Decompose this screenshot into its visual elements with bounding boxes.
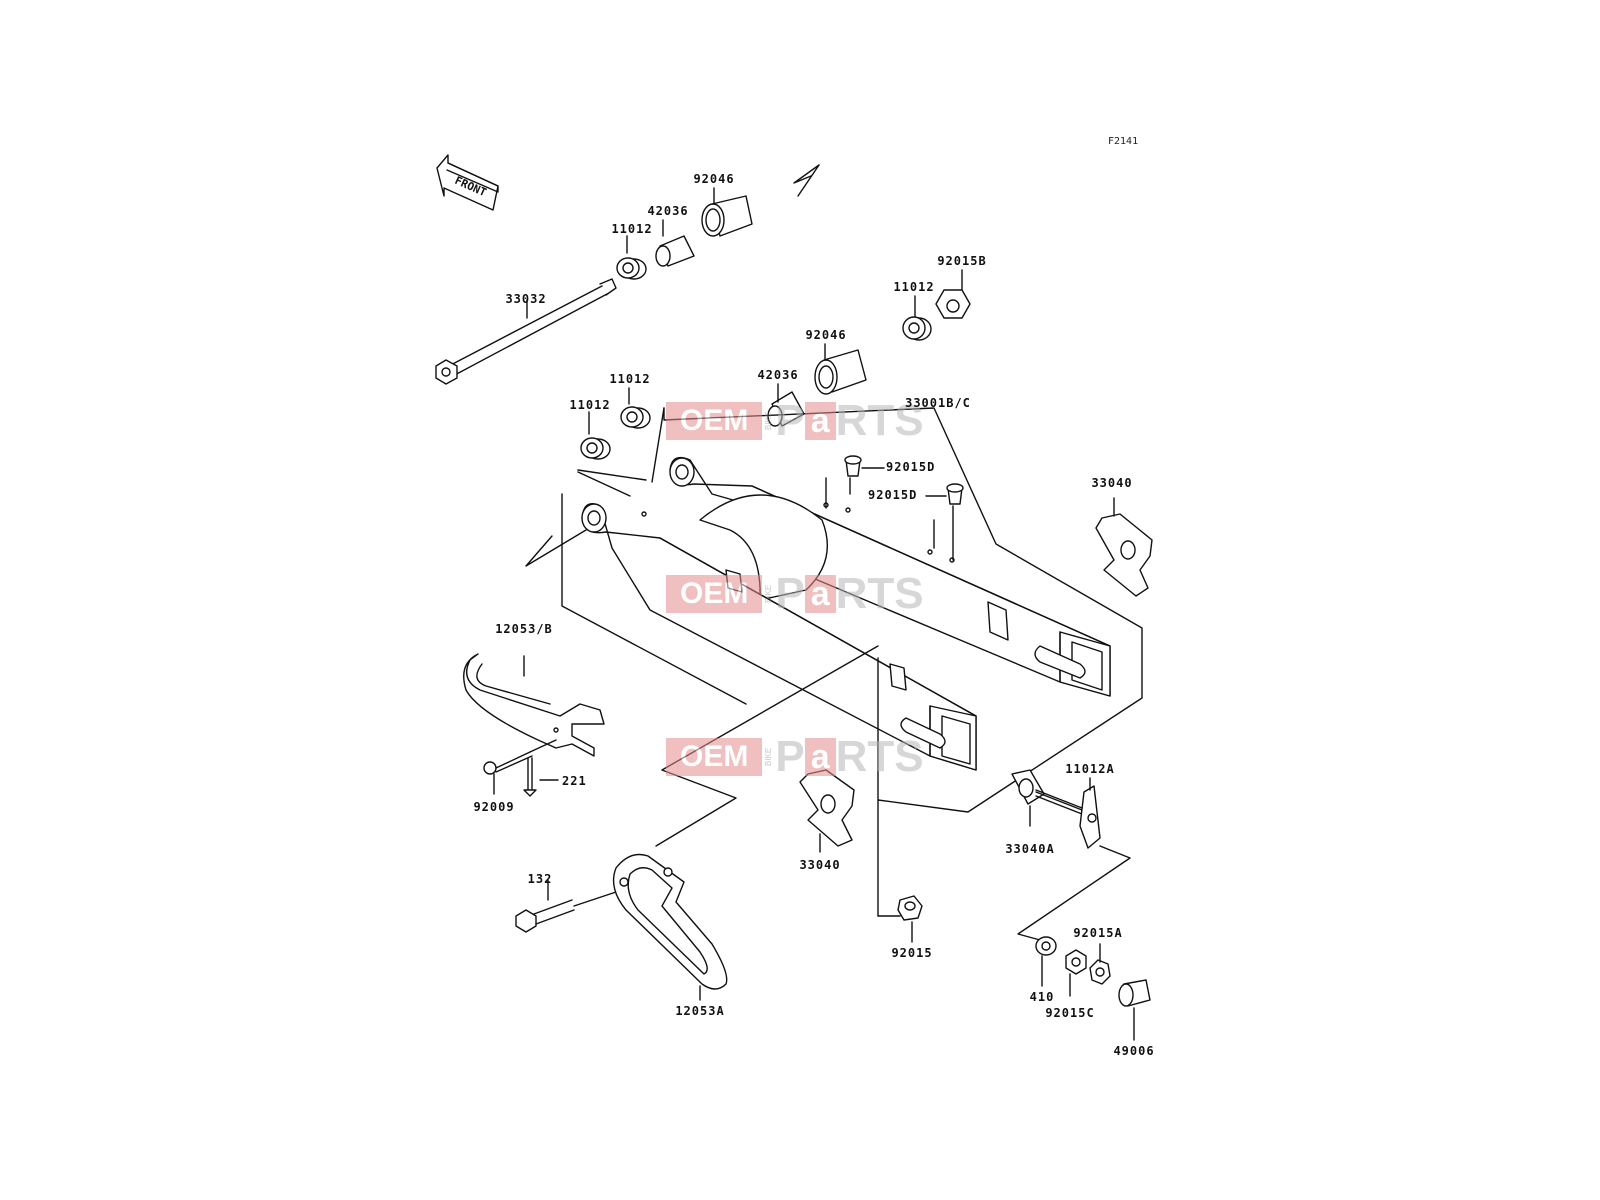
- chain-guide-12053B: [463, 653, 605, 757]
- collar-42036-mid: [767, 383, 805, 427]
- seal-11012-left-upper: [620, 387, 651, 429]
- part-label-11012[interactable]: 11012: [569, 398, 611, 412]
- part-label-33040[interactable]: 33040: [799, 858, 841, 872]
- part-label-92015C[interactable]: 92015C: [1045, 1006, 1095, 1020]
- part-label-11012[interactable]: 11012: [893, 280, 935, 294]
- nut-92015: [897, 895, 923, 943]
- bolt-92015D-upper: [844, 455, 885, 495]
- part-label-92015D[interactable]: 92015D: [886, 460, 936, 474]
- washer-410: [1035, 936, 1057, 987]
- part-label-49006[interactable]: 49006: [1113, 1044, 1155, 1058]
- part-label-33001BC[interactable]: 33001B/C: [905, 396, 971, 410]
- diagram-code: F2141: [1108, 136, 1139, 147]
- part-label-92015[interactable]: 92015: [891, 946, 933, 960]
- part-label-42036[interactable]: 42036: [757, 368, 799, 382]
- part-label-12053B[interactable]: 12053/B: [495, 622, 553, 636]
- bearing-92046-mid: [814, 343, 867, 395]
- cap-49006: [1118, 979, 1151, 1041]
- adjuster-bolt-33040A: [1011, 769, 1083, 827]
- swingarm-33001: [581, 456, 1111, 771]
- part-label-12053A[interactable]: 12053A: [675, 1004, 725, 1018]
- chain-adjuster-33040-right: [1095, 497, 1153, 597]
- bolt-132: [515, 879, 617, 933]
- part-label-92046[interactable]: 92046: [805, 328, 847, 342]
- screw-92009: [483, 739, 557, 795]
- part-label-92015B[interactable]: 92015B: [937, 254, 987, 268]
- part-label-11012[interactable]: 11012: [611, 222, 653, 236]
- part-label-11012A[interactable]: 11012A: [1065, 762, 1115, 776]
- front-arrow-icon: FRONT: [436, 154, 499, 211]
- seal-11012-left-lower: [580, 411, 611, 460]
- bolt-92015D-lower: [825, 477, 964, 561]
- part-label-42036[interactable]: 42036: [647, 204, 689, 218]
- part-label-92015D[interactable]: 92015D: [868, 488, 918, 502]
- nut-92015A: [1089, 943, 1111, 985]
- part-label-33040A[interactable]: 33040A: [1005, 842, 1055, 856]
- bearing-92046-top: [701, 187, 753, 237]
- nut-11012A: [1079, 777, 1101, 849]
- seal-11012-right: [902, 295, 932, 341]
- nut-92015B: [935, 269, 971, 319]
- part-label-92015A[interactable]: 92015A: [1073, 926, 1123, 940]
- screw-221: [523, 757, 559, 797]
- part-label-33040[interactable]: 33040: [1091, 476, 1133, 490]
- collar-42036-top: [655, 219, 695, 267]
- chain-guide-12053A: [612, 853, 728, 1001]
- part-label-92009[interactable]: 92009: [473, 800, 515, 814]
- seal-11012-top: [616, 235, 647, 280]
- part-label-11012[interactable]: 11012: [609, 372, 651, 386]
- part-label-33032[interactable]: 33032: [505, 292, 547, 306]
- chain-adjuster-33040-lower: [799, 769, 855, 853]
- part-label-221[interactable]: 221: [562, 774, 587, 788]
- part-label-92046[interactable]: 92046: [693, 172, 735, 186]
- part-label-410[interactable]: 410: [1029, 990, 1055, 1004]
- nut-92015C: [1065, 949, 1087, 997]
- pivot-shaft-33032: [435, 278, 617, 385]
- part-label-132[interactable]: 132: [527, 872, 553, 886]
